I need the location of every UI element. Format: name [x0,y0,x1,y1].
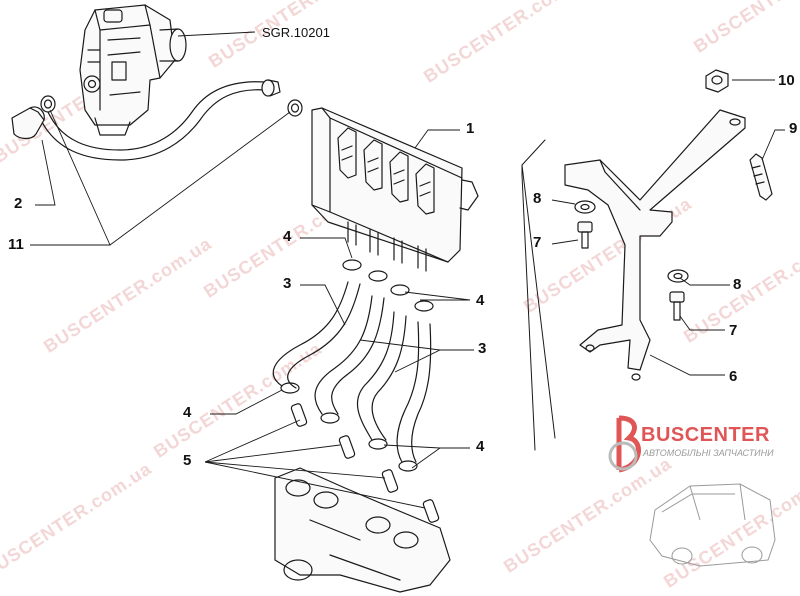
clamp-4 [368,438,388,450]
callout-9: 9 [789,120,798,137]
callout-5: 5 [183,452,192,469]
clamp-4 [368,270,388,282]
clamp-4 [320,412,340,424]
leader-lines [30,31,785,509]
callout-8: 8 [733,276,742,293]
stud-9 [749,153,773,201]
callout-1: 1 [466,120,475,137]
callout-8: 8 [533,190,542,207]
screw-7a [577,221,593,249]
washer-8b [667,269,689,283]
washer-11a [40,95,56,113]
callout-4: 4 [476,438,485,455]
callout-2: 2 [14,195,23,212]
callout-7: 7 [533,234,542,251]
callout-4: 4 [476,292,485,309]
washer-11b [287,99,303,117]
clamp-4 [414,300,434,312]
intake-manifold [274,467,451,593]
pressure-regulator [79,4,187,136]
clamp-4 [398,460,418,472]
nut-10 [705,69,729,93]
callout-6: 6 [729,368,738,385]
callout-4: 4 [183,404,192,421]
callout-10: 10 [778,72,795,89]
fuel-hoses-3 [272,281,432,463]
brand-logo: BUSCENTER АВТОМОБІЛЬНІ ЗАПЧАСТИНИ [605,410,795,480]
callout-3: 3 [283,275,292,292]
reference-code: SGR.10201 [262,25,330,40]
connectors-5 [290,403,440,523]
brand-mark-icon [608,415,641,473]
callout-11: 11 [8,236,24,253]
injector-rail-1 [311,107,479,272]
van-icon [649,483,776,567]
brand-tagline: АВТОМОБІЛЬНІ ЗАПЧАСТИНИ [643,448,774,458]
screw-7b [669,291,685,321]
callout-3: 3 [478,340,487,357]
callout-4: 4 [283,228,292,245]
callout-7: 7 [729,322,738,339]
brand-name: BUSCENTER [641,424,770,446]
clamp-4 [342,259,362,271]
bracket-6 [564,109,746,381]
hose-2 [11,79,281,161]
washer-8a [574,200,596,214]
clamp-4 [390,284,410,296]
